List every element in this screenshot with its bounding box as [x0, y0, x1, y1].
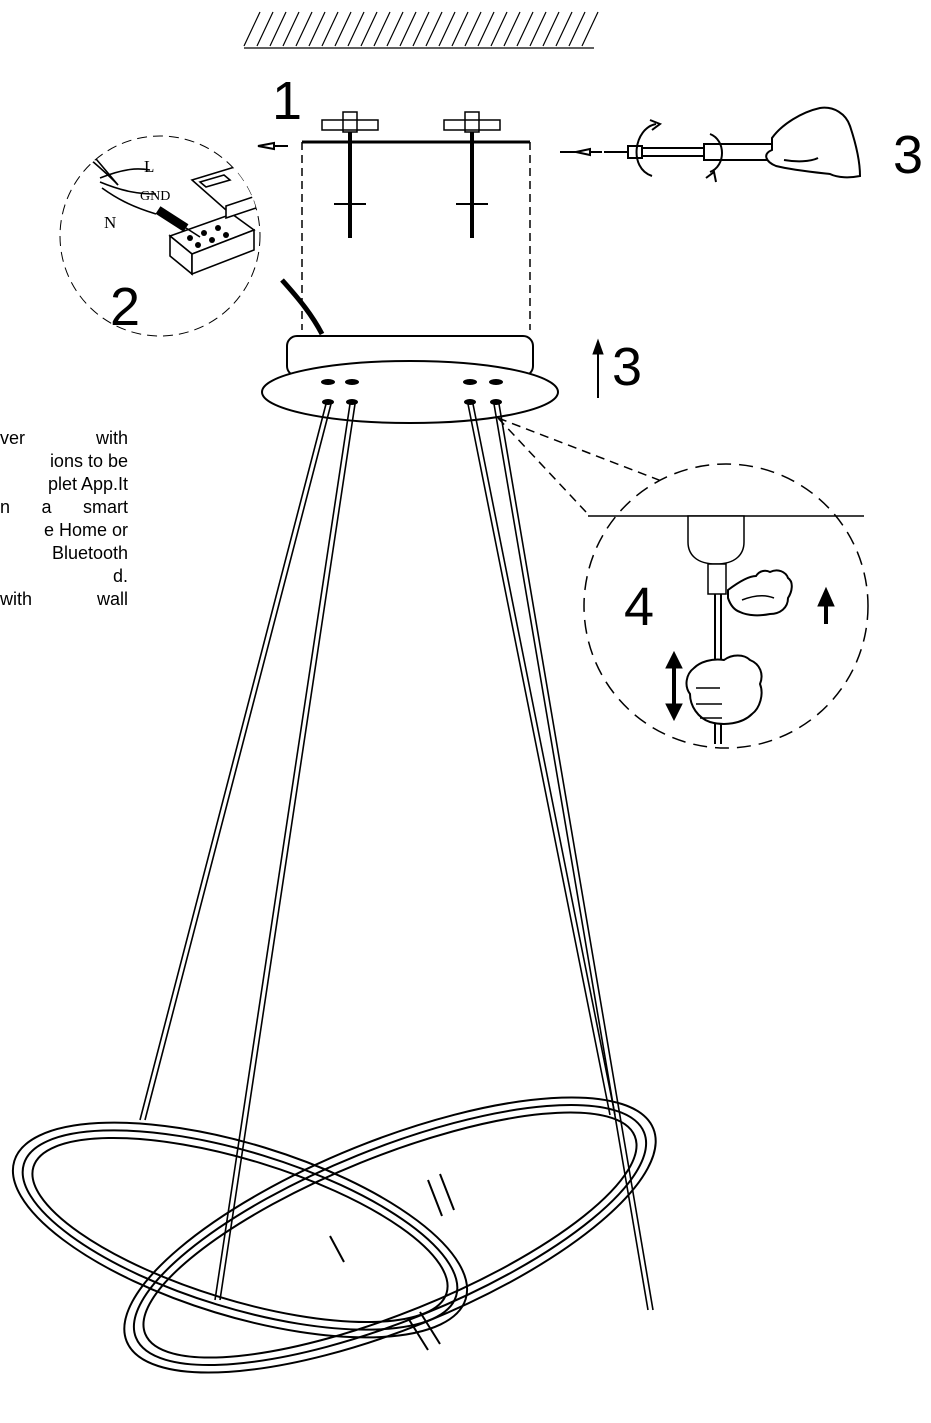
description-word: d. — [112, 566, 128, 586]
description-word: n — [0, 497, 11, 517]
hatch-stroke — [308, 11, 326, 47]
hatch-stroke — [373, 11, 391, 47]
arrow-updown-icon — [665, 650, 683, 722]
step-3-label: 3 — [893, 125, 924, 185]
description-line: ions to be — [0, 450, 128, 473]
cable-grips — [321, 379, 503, 405]
hatch-stroke — [295, 11, 313, 47]
hatch-stroke — [542, 11, 560, 47]
step-4-label: 4 — [624, 577, 655, 637]
power-cable — [280, 278, 325, 336]
description-word: Bluetooth — [51, 543, 128, 563]
wire-label-live: L — [144, 157, 155, 176]
description-text: ver with ions to be plet App.It n a smart e Hom… — [0, 427, 128, 611]
hatch-stroke — [334, 11, 352, 47]
hatch-stroke — [399, 11, 417, 47]
hatch-stroke — [321, 11, 339, 47]
description-word: plet App.It — [47, 474, 128, 494]
screwdriver-hand-icon — [604, 106, 862, 183]
suspension-cables — [139, 403, 654, 1311]
step-2-label: 2 — [110, 277, 141, 337]
description-word: ver — [0, 428, 26, 448]
wiring-zoom-circle — [59, 135, 261, 337]
arrow-up-icon — [592, 338, 604, 398]
description-word: with — [0, 589, 33, 609]
wire-label-neutral: N — [104, 213, 117, 232]
hatch-stroke — [490, 11, 508, 47]
led-rings — [11, 1096, 657, 1374]
hatch-stroke — [282, 11, 300, 47]
hatch-stroke — [360, 11, 378, 47]
hatch-stroke — [581, 11, 599, 47]
arrow-up-icon — [817, 586, 835, 624]
step-1-label: 1 — [272, 71, 303, 131]
description-word: e Home or — [43, 520, 128, 540]
wire-label-ground: GND — [140, 189, 171, 204]
step-3-label: 3 — [612, 337, 643, 397]
hatch-stroke — [568, 11, 586, 47]
description-line: d. — [0, 565, 128, 588]
hatch-stroke — [386, 11, 404, 47]
hatch-stroke — [243, 11, 261, 47]
terminal-hole — [209, 237, 215, 243]
hatch-stroke — [438, 11, 456, 47]
hatch-stroke — [555, 11, 573, 47]
hatch-stroke — [516, 11, 534, 47]
terminal-hole — [201, 230, 207, 236]
terminal-hole — [187, 235, 193, 241]
hand-icon — [727, 569, 793, 617]
ceiling-hatch-icon — [243, 11, 599, 49]
description-word: smart — [83, 497, 128, 517]
description-line: n a smart — [0, 496, 128, 519]
detail-leader-lines — [497, 417, 665, 513]
hatch-stroke — [347, 11, 365, 47]
hatch-stroke — [256, 11, 274, 47]
description-word: ions to be — [49, 451, 128, 471]
mounting-bracket — [257, 111, 602, 330]
hand-icon — [685, 654, 763, 725]
hatch-stroke — [269, 11, 287, 47]
hatch-stroke — [477, 11, 495, 47]
description-line: Bluetooth — [0, 542, 128, 565]
hatch-stroke — [503, 11, 521, 47]
hatch-stroke — [425, 11, 443, 47]
hatch-stroke — [529, 11, 547, 47]
adjust-detail-circle — [583, 463, 869, 749]
hatch-stroke — [451, 11, 469, 47]
description-word: wall — [96, 589, 128, 609]
description-word: a — [41, 497, 52, 517]
description-line: plet App.It — [0, 473, 128, 496]
description-line: e Home or — [0, 519, 128, 542]
hatch-stroke — [412, 11, 430, 47]
description-line: with wall — [0, 588, 128, 611]
description-word: with — [95, 428, 128, 448]
canopy — [261, 335, 559, 424]
description-line: ver with — [0, 427, 128, 450]
terminal-hole — [195, 242, 201, 248]
hatch-stroke — [464, 11, 482, 47]
terminal-hole — [215, 225, 221, 231]
terminal-hole — [223, 232, 229, 238]
